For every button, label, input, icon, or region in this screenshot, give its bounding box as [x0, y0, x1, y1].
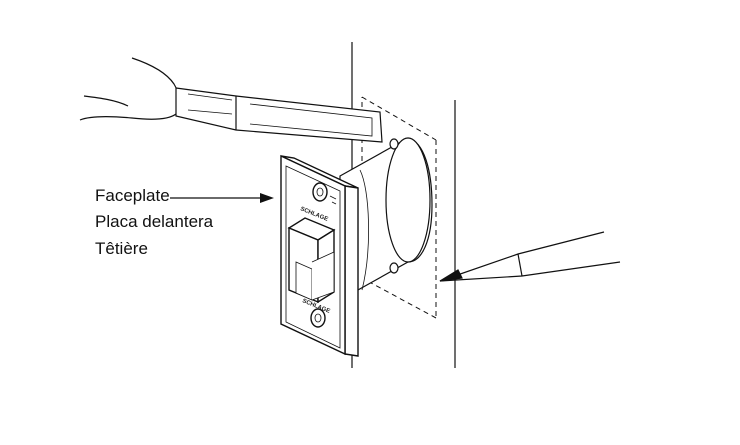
latch-cylinder — [339, 137, 433, 302]
callout-leader — [170, 193, 274, 203]
callout-label-english: Faceplate — [95, 186, 170, 205]
faceplate — [280, 154, 359, 357]
hand-icon — [79, 57, 181, 121]
callout-label-spanish: Placa delantera — [95, 212, 214, 231]
callout-label-french: Têtière — [95, 239, 148, 258]
pencil-icon — [439, 231, 621, 282]
screwdriver-icon — [175, 87, 383, 143]
